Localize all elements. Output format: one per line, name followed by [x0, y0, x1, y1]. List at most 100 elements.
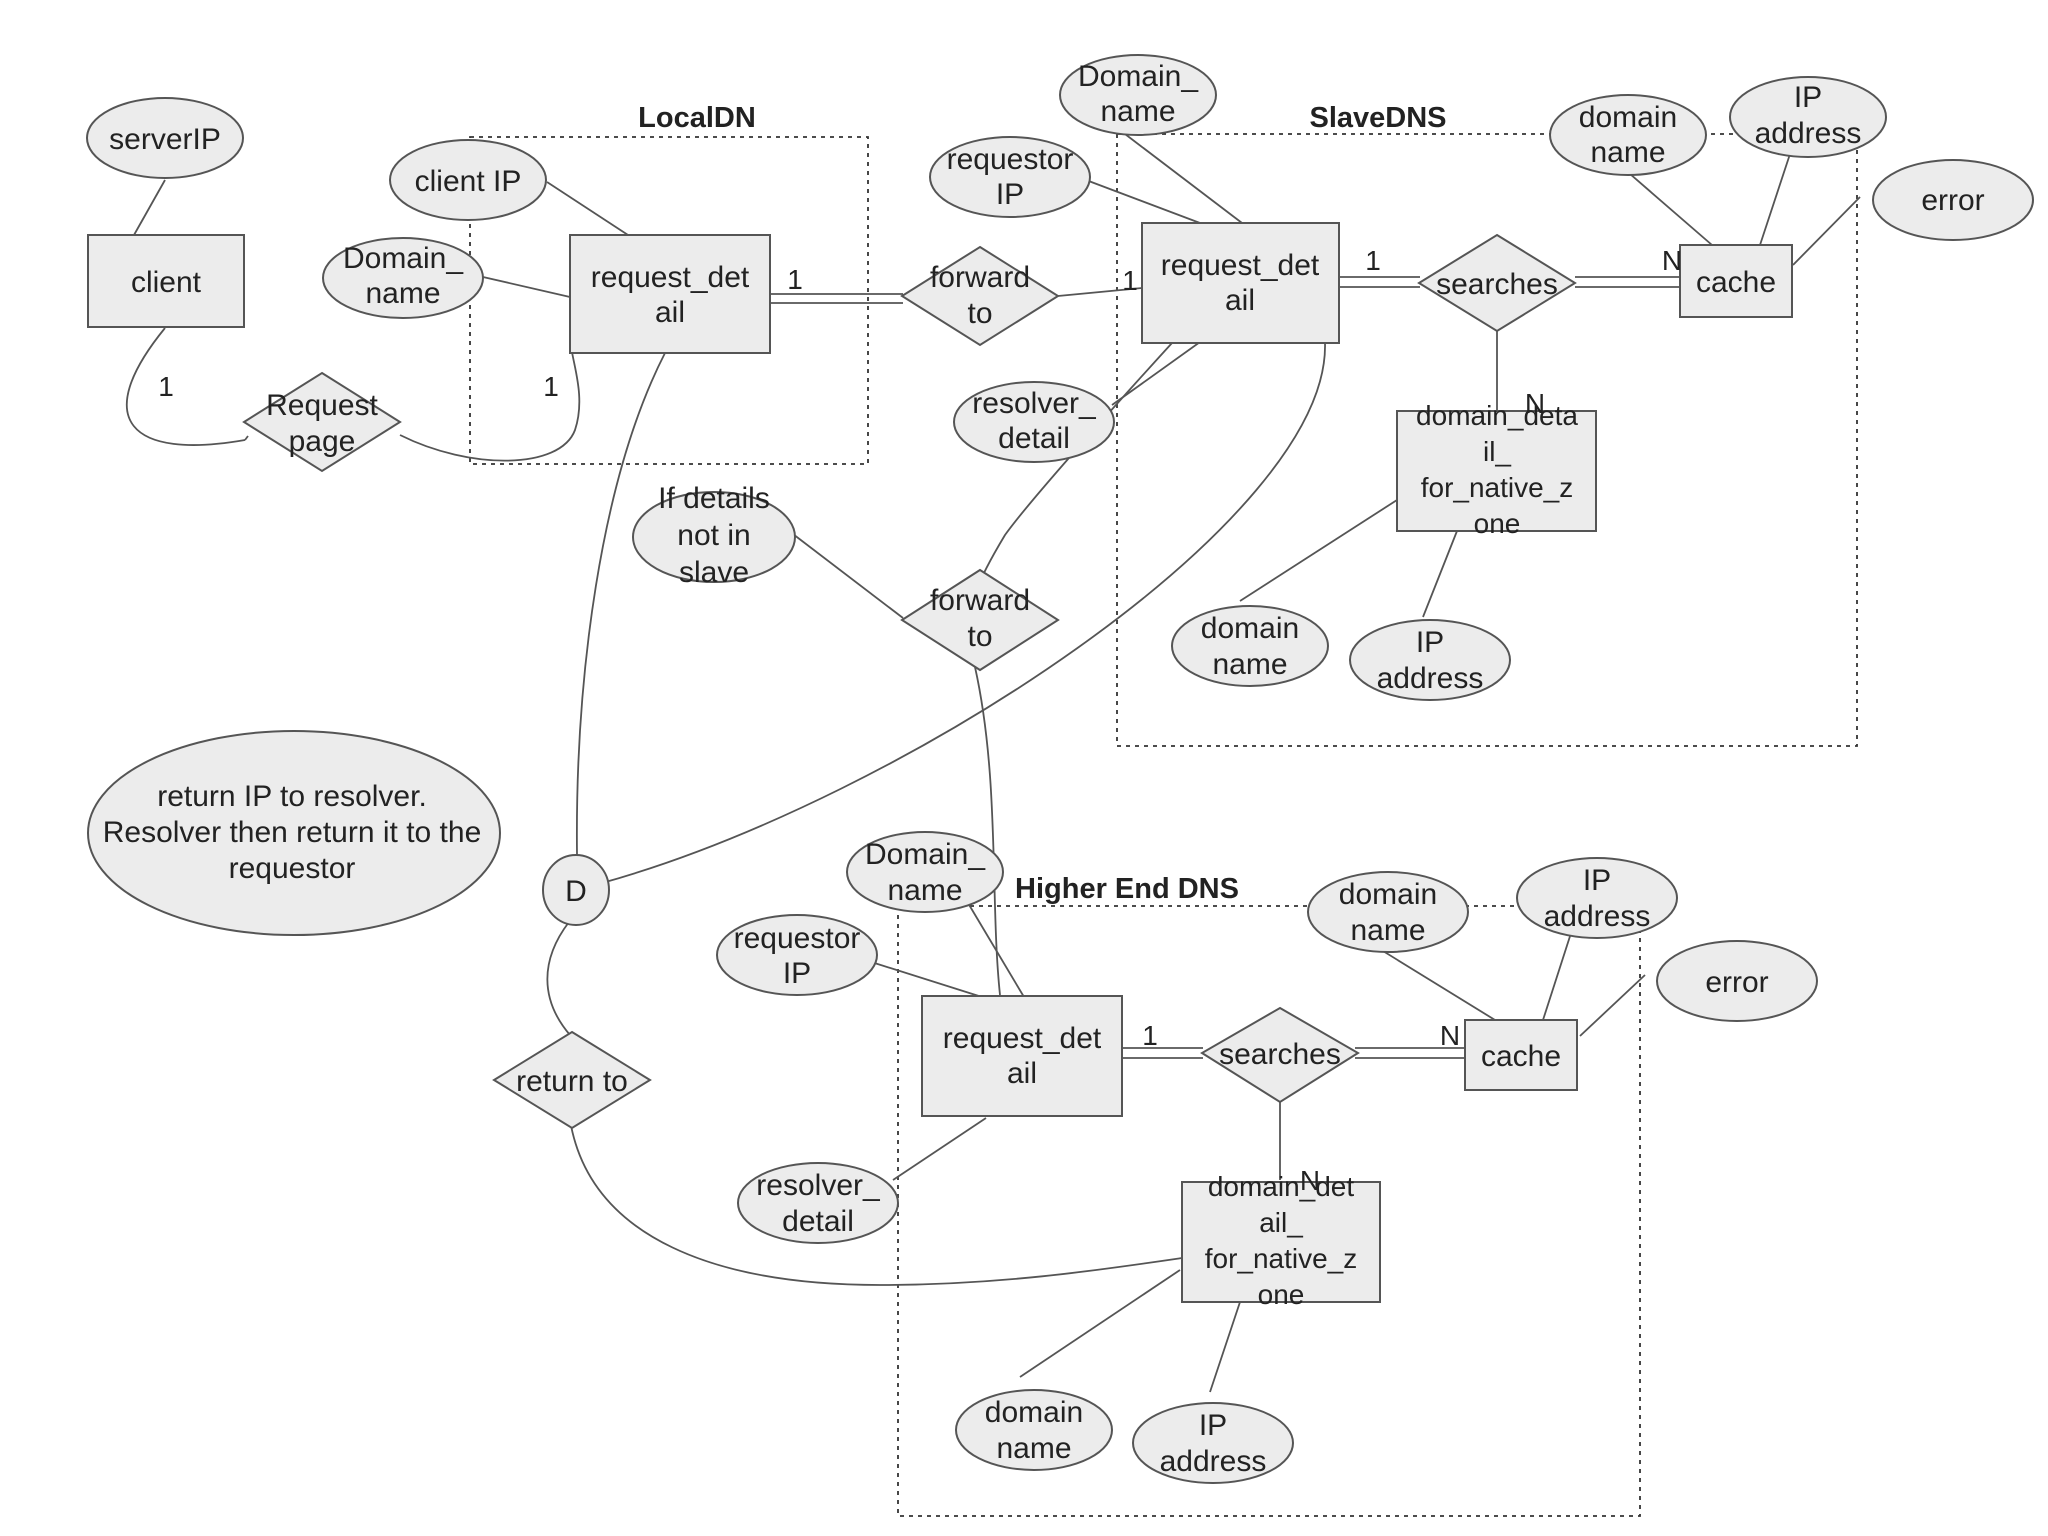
higher-requestorip-attribute[interactable]: requestor IP: [716, 914, 878, 996]
local-clientip-label: client IP: [415, 165, 522, 198]
forward-higher-line1: forward: [930, 584, 1030, 617]
svg-text:requestor: requestor: [947, 143, 1074, 176]
slave-request-detail-entity[interactable]: request_det ail: [1141, 222, 1340, 344]
slave-resolver-attribute[interactable]: resolver_ detail: [953, 381, 1115, 463]
higher-request-line2: ail: [1007, 1057, 1037, 1090]
slave-cache-domainname-line1: domain: [1579, 101, 1677, 134]
higher-cache-ipaddress-attribute[interactable]: IP address: [1516, 857, 1678, 939]
slave-error-label: error: [1921, 184, 1984, 217]
higher-detail-ipaddress-line2: address: [1160, 1445, 1267, 1478]
local-domainname-attribute[interactable]: Domain_ name: [322, 237, 484, 319]
request-page-relationship[interactable]: Request page: [242, 371, 402, 473]
slave-requestorip-line2: IP: [996, 178, 1024, 211]
local-request-line2: ail: [655, 296, 685, 329]
cardinality-higher-searches-cache: N: [1440, 1020, 1460, 1051]
svg-text:IP: IP: [1794, 81, 1822, 114]
slave-detail-line3: for_native_z: [1421, 472, 1574, 503]
higher-detail-ipaddress-line1: IP: [1199, 1409, 1227, 1442]
higher-error-attribute[interactable]: error: [1656, 940, 1818, 1022]
slave-searches-relationship[interactable]: searches: [1417, 233, 1577, 333]
higher-error-label: error: [1705, 966, 1768, 999]
slave-cache-label: cache: [1696, 266, 1776, 299]
edge-slave-resolver: [1111, 341, 1201, 406]
svg-text:address: address: [1544, 900, 1651, 933]
slave-cache-ipaddress-attribute[interactable]: IP address: [1729, 76, 1887, 158]
slave-detail-ipaddress-attribute[interactable]: IP address: [1349, 619, 1511, 701]
svg-text:Request: Request: [266, 389, 378, 422]
svg-text:domain_deta: domain_deta: [1416, 400, 1578, 431]
higher-detail-domainname-attribute[interactable]: domain name: [955, 1389, 1113, 1471]
higher-detail-ipaddress-attribute[interactable]: IP address: [1132, 1402, 1294, 1484]
higher-dns-boundary: [897, 905, 1641, 1517]
slave-domainname-attribute[interactable]: Domain_ name: [1059, 54, 1217, 136]
svg-text:address: address: [1160, 1445, 1267, 1478]
slave-requestorip-line1: requestor: [947, 143, 1074, 176]
edge-local-request-d: [575, 352, 666, 856]
if-details-attribute[interactable]: If details not in slave: [632, 482, 796, 589]
forward-slave-line1: forward: [930, 261, 1030, 294]
localdn-boundary: [469, 136, 869, 465]
higher-domainname-attribute[interactable]: Domain_ name: [846, 831, 1004, 913]
higher-cache-entity[interactable]: cache: [1464, 1019, 1578, 1091]
edge-hcache-domainname: [1369, 942, 1496, 1021]
forward-to-slave-relationship[interactable]: forward to: [900, 245, 1060, 347]
slave-error-attribute[interactable]: error: [1872, 159, 2034, 241]
svg-text:IP: IP: [1583, 864, 1611, 897]
edge-request-page-local-request: [399, 351, 581, 462]
slave-detail-domainname-line2: name: [1212, 648, 1287, 681]
serverip-attribute[interactable]: serverIP: [86, 97, 244, 179]
svg-text:If details: If details: [658, 482, 770, 515]
cardinality-slave-searches-left: 1: [1365, 245, 1381, 276]
svg-text:detail: detail: [782, 1205, 854, 1238]
higher-searches-relationship[interactable]: searches: [1200, 1006, 1360, 1104]
svg-text:one: one: [1474, 508, 1521, 539]
edge-higher-resolver: [892, 1117, 987, 1181]
slave-searches-label: searches: [1436, 268, 1558, 301]
slave-detail-domainname-attribute[interactable]: domain name: [1171, 605, 1329, 687]
svg-text:slave: slave: [679, 556, 749, 589]
svg-text:for_native_z: for_native_z: [1205, 1243, 1358, 1274]
svg-text:address: address: [1755, 117, 1862, 150]
edge-hcache-ipaddress: [1542, 929, 1573, 1021]
local-clientip-attribute[interactable]: client IP: [389, 139, 547, 221]
svg-text:name: name: [365, 277, 440, 310]
return-note-line1: return IP to resolver.: [157, 780, 427, 813]
client-entity[interactable]: client: [87, 234, 245, 328]
slave-cache-ipaddress-line1: IP: [1794, 81, 1822, 114]
forward-to-higher-relationship[interactable]: forward to: [900, 568, 1060, 672]
return-to-relationship[interactable]: return to: [492, 1030, 652, 1130]
slave-domain-detail-entity[interactable]: domain_deta il_ for_native_z one: [1396, 400, 1597, 539]
cardinality-higher-searches-detail: N: [1300, 1165, 1320, 1196]
svg-text:return IP to resolver.: return IP to resolver.: [157, 780, 427, 813]
slave-cache-domainname-attribute[interactable]: domain name: [1549, 94, 1707, 176]
return-ip-note: return IP to resolver. Resolver then ret…: [87, 730, 501, 936]
higher-cache-domainname-attribute[interactable]: domain name: [1307, 871, 1469, 953]
higher-resolver-attribute[interactable]: resolver_ detail: [737, 1162, 899, 1244]
cardinality-slave-forward: 1: [1122, 265, 1138, 296]
edge-domainname-local-request: [482, 276, 571, 298]
slave-detail-line1: domain_deta: [1416, 400, 1578, 431]
edge-forward-higher-request: [974, 666, 1001, 996]
svg-text:address: address: [1377, 662, 1484, 695]
svg-text:IP: IP: [996, 178, 1024, 211]
svg-text:Domain_: Domain_: [865, 838, 986, 871]
higher-cache-domainname-line2: name: [1350, 914, 1425, 947]
edge-d-return-to: [546, 921, 571, 1036]
svg-text:Domain_: Domain_: [343, 242, 464, 275]
edge-client-request-page: [125, 327, 246, 446]
svg-text:resolver_: resolver_: [972, 387, 1097, 420]
higher-detail-domainname-line2: name: [996, 1432, 1071, 1465]
higher-request-detail-entity[interactable]: request_det ail: [921, 995, 1123, 1117]
local-request-detail-entity[interactable]: request_det ail: [569, 234, 771, 354]
slave-requestorip-attribute[interactable]: requestor IP: [929, 136, 1091, 218]
svg-text:forward: forward: [930, 584, 1030, 617]
svg-text:requestor: requestor: [229, 852, 356, 885]
d-node[interactable]: D: [542, 854, 610, 926]
local-request-line1: request_det: [591, 261, 750, 294]
svg-text:ail: ail: [655, 296, 685, 329]
if-details-line3: slave: [679, 556, 749, 589]
slave-cache-entity[interactable]: cache: [1679, 244, 1793, 318]
edge-cache-error: [1792, 196, 1861, 266]
svg-text:ail_: ail_: [1259, 1207, 1303, 1238]
higher-domain-detail-entity[interactable]: domain_det ail_ for_native_z one: [1181, 1171, 1381, 1310]
